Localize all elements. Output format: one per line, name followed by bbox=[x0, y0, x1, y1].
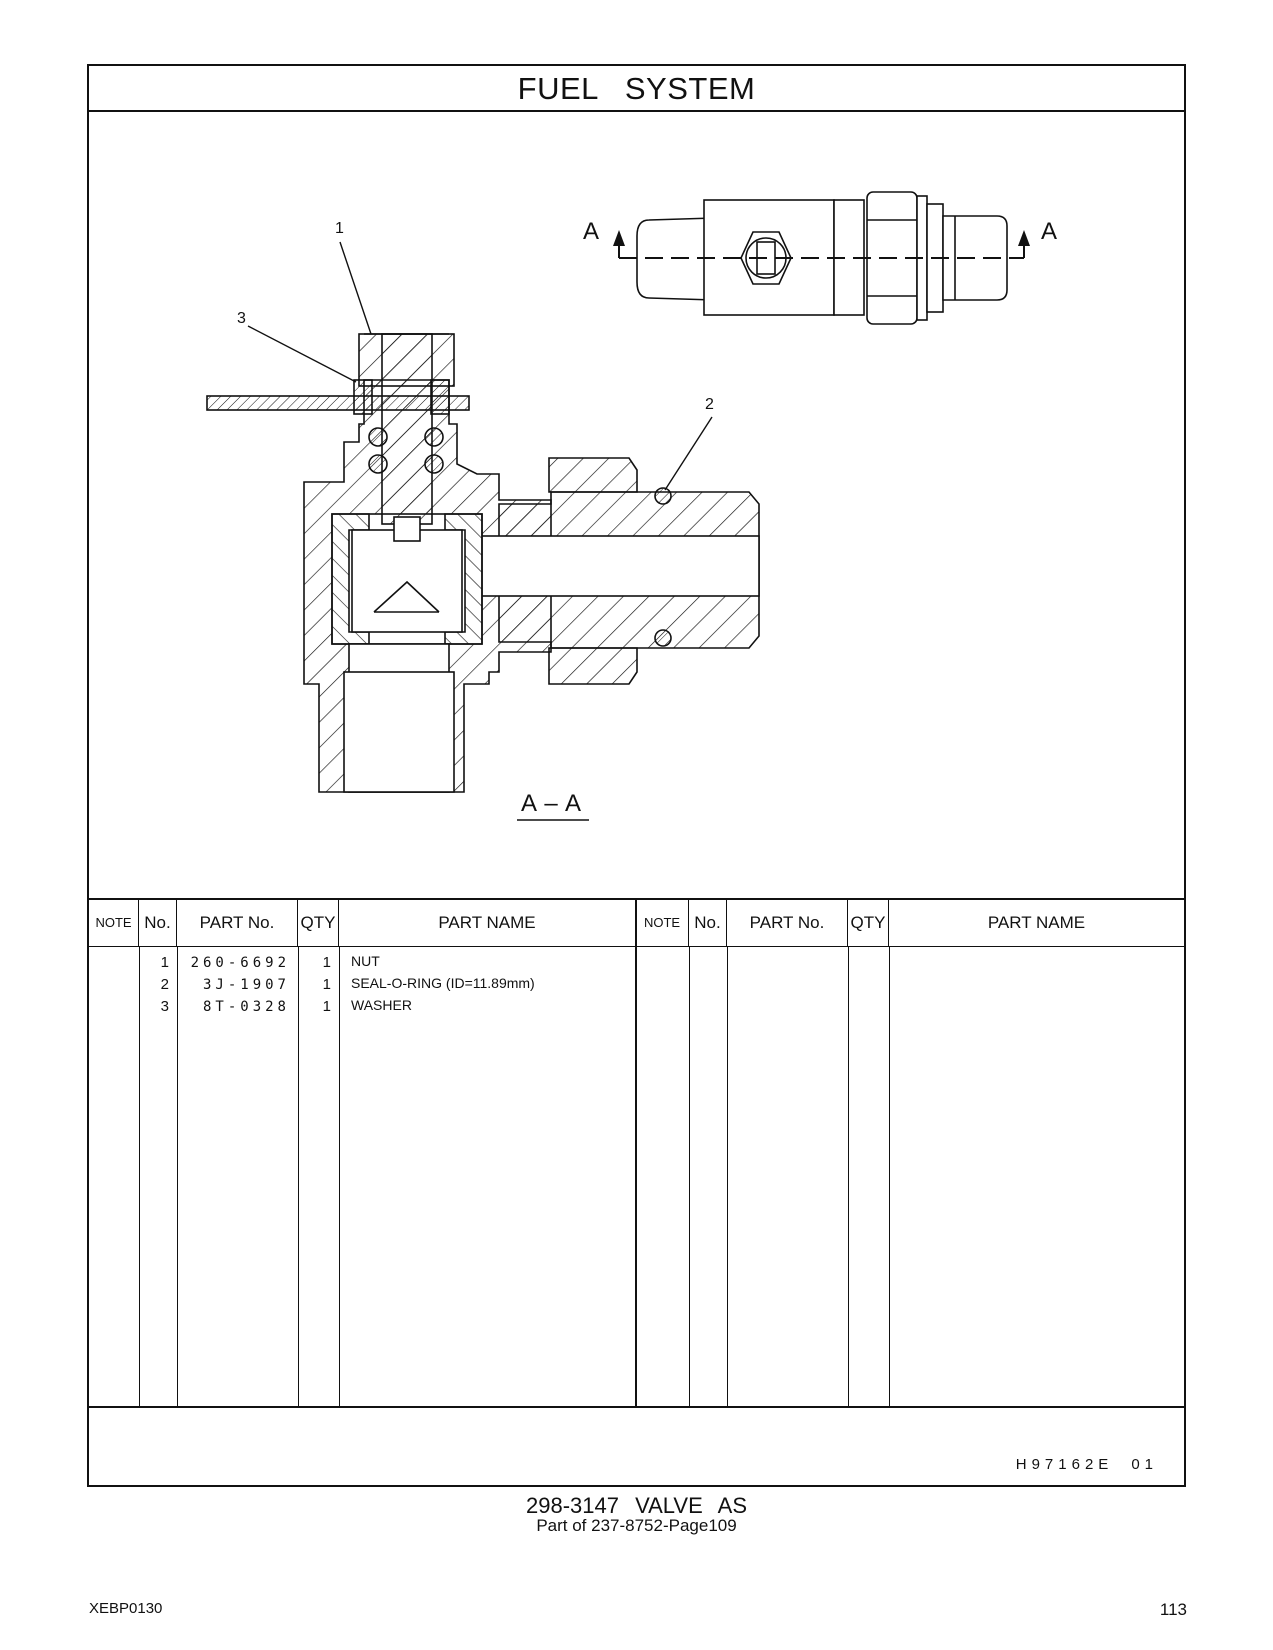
col-divider bbox=[727, 946, 728, 1406]
row-part-no: 260-6692 bbox=[190, 955, 290, 971]
header-qty-right: QTY bbox=[848, 900, 889, 946]
section-line bbox=[613, 230, 1030, 259]
header-no-right: No. bbox=[689, 900, 727, 946]
row-qty: 1 bbox=[322, 998, 331, 1015]
row-no: 3 bbox=[160, 998, 169, 1015]
ref-revision: 01 bbox=[1131, 1456, 1158, 1473]
row-no: 1 bbox=[160, 954, 169, 971]
ref-code: H97162E bbox=[1015, 1456, 1114, 1473]
illustration-ref-box: H97162E 01 bbox=[89, 1408, 1184, 1489]
exploded-drawing: 1 3 2 A A A – A bbox=[89, 112, 1184, 898]
row-part-no: 8T-0328 bbox=[202, 999, 290, 1015]
header-qty: QTY bbox=[298, 900, 339, 946]
row-part-name: WASHER bbox=[351, 997, 412, 1013]
callout-leaders bbox=[247, 241, 713, 491]
assembly-title-text: 298-3147 VALVE AS bbox=[526, 1493, 747, 1518]
header-part-no: PART No. bbox=[177, 900, 298, 946]
row-no: 2 bbox=[160, 976, 169, 993]
part-of-reference: Part of 237-8752-Page109 bbox=[536, 1516, 737, 1535]
header-part-name-right: PART NAME bbox=[987, 913, 1086, 932]
illustration-ref: H97162E 01 bbox=[1016, 1456, 1158, 1473]
row-qty: 1 bbox=[322, 976, 331, 993]
col-divider bbox=[889, 946, 890, 1406]
header-note-right: NOTE bbox=[636, 900, 689, 946]
callout-2: 2 bbox=[705, 396, 714, 413]
callout-1: 1 bbox=[335, 220, 344, 237]
assembly-title: 298-3147 VALVE AS bbox=[0, 1494, 1273, 1518]
parts-table: NOTE No. PART No. QTY PART NAME NOTE No.… bbox=[89, 898, 1184, 1408]
header-part-name: PART NAME bbox=[339, 900, 636, 946]
document-code: XEBP0130 bbox=[89, 1600, 163, 1617]
parts-page-frame: FUEL SYSTEM bbox=[87, 64, 1186, 1487]
top-view bbox=[636, 191, 1008, 325]
col-divider bbox=[177, 946, 178, 1406]
col-divider bbox=[848, 946, 849, 1406]
page-title: FUEL SYSTEM bbox=[89, 66, 1184, 112]
table-center-divider bbox=[635, 900, 637, 1406]
section-view bbox=[206, 333, 760, 793]
callout-3: 3 bbox=[237, 310, 246, 327]
header-no: No. bbox=[139, 900, 177, 946]
section-label-right: A bbox=[1041, 218, 1058, 245]
col-divider bbox=[339, 946, 340, 1406]
col-divider bbox=[298, 946, 299, 1406]
header-part-no-right: PART No. bbox=[727, 900, 848, 946]
page-title-text: FUEL SYSTEM bbox=[517, 71, 756, 106]
row-part-name: SEAL-O-RING (ID=11.89mm) bbox=[351, 975, 535, 991]
row-part-no: 3J-1907 bbox=[202, 977, 290, 993]
header-note: NOTE bbox=[89, 900, 139, 946]
col-divider bbox=[689, 946, 690, 1406]
valve-drawing bbox=[206, 191, 1030, 821]
page-number: 113 bbox=[1159, 1600, 1187, 1619]
section-view-label: A – A bbox=[521, 790, 583, 817]
row-part-name: NUT bbox=[351, 953, 380, 969]
col-divider bbox=[139, 946, 140, 1406]
row-qty: 1 bbox=[322, 954, 331, 971]
section-label-left: A bbox=[583, 218, 600, 245]
